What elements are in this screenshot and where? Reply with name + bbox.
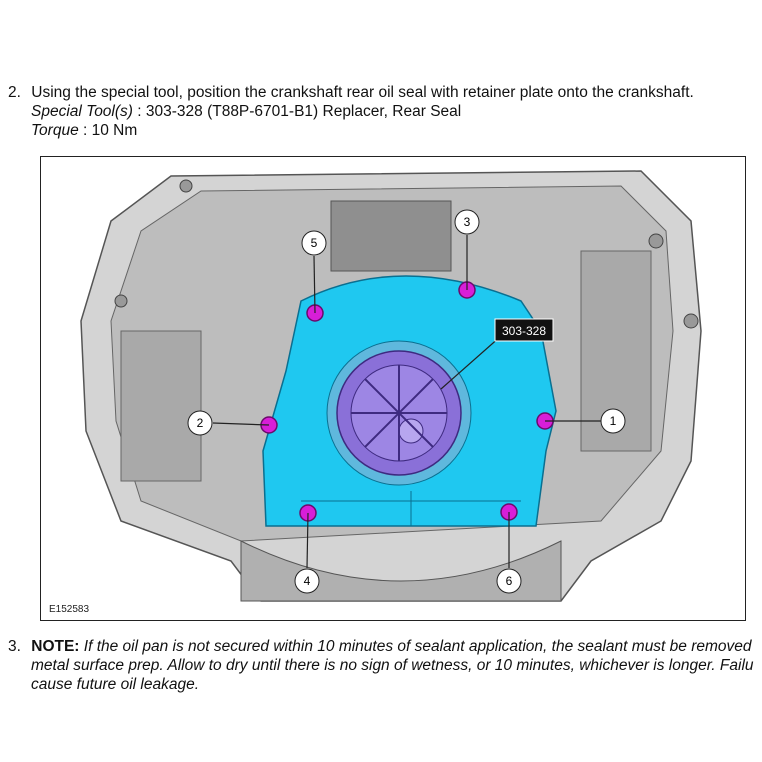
callout-3: 3 <box>454 209 480 235</box>
callout-4: 4 <box>294 568 320 594</box>
step-3: 3. NOTE: If the oil pan is not secured w… <box>8 638 752 656</box>
svg-text:3: 3 <box>464 215 471 229</box>
step-number: 3. <box>8 638 21 655</box>
clipped-previous-text <box>0 52 762 60</box>
note-line-2: metal surface prep. Allow to dry until t… <box>31 657 754 675</box>
note-line-3: cause future oil leakage. <box>31 676 199 694</box>
svg-text:2: 2 <box>197 416 204 430</box>
step-text: Using the special tool, position the cra… <box>31 84 694 101</box>
callout-1: 1 <box>600 408 626 434</box>
step-2: 2. Using the special tool, position the … <box>8 84 694 102</box>
note-line-1: If the oil pan is not secured within 10 … <box>79 638 752 655</box>
svg-text:4: 4 <box>304 574 311 588</box>
tool-label-box: 303-328 <box>494 318 554 342</box>
note-line-3-text: cause future oil leakage. <box>31 676 200 693</box>
special-tool-value: : 303-328 (T88P-6701-B1) Replacer, Rear … <box>132 103 462 120</box>
special-tool-line: Special Tool(s) : 303-328 (T88P-6701-B1)… <box>31 103 461 121</box>
torque-value: : 10 Nm <box>78 122 138 139</box>
svg-text:1: 1 <box>610 414 617 428</box>
callout-6: 6 <box>496 568 522 594</box>
svg-text:6: 6 <box>506 574 513 588</box>
torque-line: Torque : 10 Nm <box>31 122 137 140</box>
note-label: NOTE: <box>31 638 80 655</box>
note-line-2-text: metal surface prep. Allow to dry until t… <box>31 657 754 674</box>
svg-text:303-328: 303-328 <box>502 324 546 338</box>
special-tool-303-328 <box>326 340 472 486</box>
step-number: 2. <box>8 84 21 101</box>
engine-illustration: 1 2 3 4 5 6 303-328 E152583 <box>49 170 702 615</box>
illustration-figure: 1 2 3 4 5 6 303-328 E152583 <box>40 156 746 621</box>
callout-2: 2 <box>187 410 213 436</box>
figure-id: E152583 <box>49 604 89 615</box>
callout-5: 5 <box>301 230 327 256</box>
special-tool-label: Special Tool(s) <box>31 103 133 120</box>
svg-text:5: 5 <box>311 236 318 250</box>
torque-label: Torque <box>31 122 79 139</box>
